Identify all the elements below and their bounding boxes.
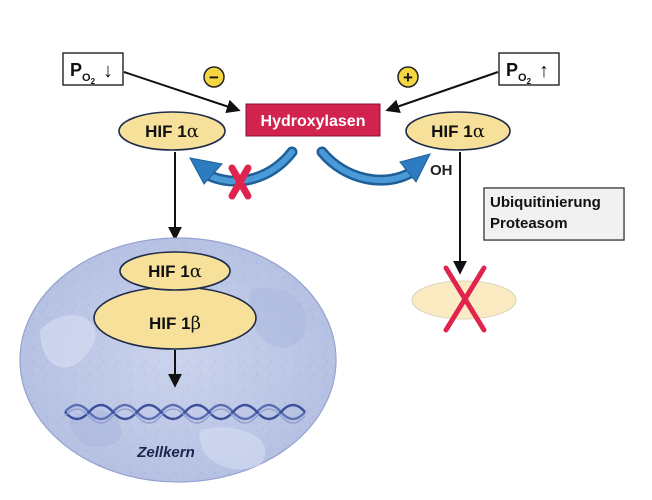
blue-arrow-right xyxy=(316,146,431,186)
down-arrow-icon: ↓ xyxy=(103,60,113,82)
up-arrow-icon: ↑ xyxy=(539,60,549,82)
svg-text:HIF 1α: HIF 1α xyxy=(148,261,202,282)
hydroxyl-label: OH xyxy=(430,162,453,179)
degradation-box: Ubiquitinierung Proteasom xyxy=(483,187,625,241)
po2-high-subscript: O xyxy=(518,72,527,84)
hif-beta-prefix: HIF 1 xyxy=(149,314,191,333)
nucleus xyxy=(19,237,337,483)
hif-beta: HIF 1β xyxy=(93,286,257,350)
hif-alpha-nucleus: HIF 1α xyxy=(119,251,231,291)
po2-high-subscript2: 2 xyxy=(527,77,532,86)
hif-beta-greek: β xyxy=(191,313,201,334)
hif-alpha-right: HIF 1α xyxy=(405,111,511,151)
plus-sign: + xyxy=(403,68,413,87)
minus-circle-icon: − xyxy=(203,66,225,88)
zellkern-label: Zellkern xyxy=(136,444,195,461)
blue-arrow-left xyxy=(189,146,298,187)
svg-text:PO2: PO2 xyxy=(506,60,532,86)
hif-left-greek: α xyxy=(187,121,199,142)
hydroxylasen-label: Hydroxylasen xyxy=(261,113,366,130)
dna-helix-icon xyxy=(64,403,306,424)
po2-high-symbol: P xyxy=(506,60,518,80)
po2-low-subscript: O xyxy=(82,72,91,84)
hif-alpha-nucleus-prefix: HIF 1 xyxy=(148,262,190,281)
minus-sign: − xyxy=(209,68,219,87)
po2-low-arrow xyxy=(123,71,241,114)
proteasom-label: Proteasom xyxy=(490,215,568,232)
po2-low-subscript2: 2 xyxy=(91,77,96,86)
plus-circle-icon: + xyxy=(397,66,419,88)
inhibition-cross-icon xyxy=(228,164,252,200)
hif-alpha-nucleus-greek: α xyxy=(190,261,202,282)
ubiquitinierung-label: Ubiquitinierung xyxy=(490,194,601,211)
po2-high-arrow xyxy=(385,71,499,113)
po2-low-symbol: P xyxy=(70,60,82,80)
hif-right-greek: α xyxy=(473,121,485,142)
po2-high-box: PO2 ↑ xyxy=(498,52,560,86)
po2-low-box: PO2 ↓ xyxy=(62,52,124,86)
hif-right-prefix: HIF 1 xyxy=(431,122,473,141)
svg-text:HIF 1α: HIF 1α xyxy=(431,121,485,142)
svg-text:HIF 1β: HIF 1β xyxy=(149,313,201,334)
svg-text:HIF 1α: HIF 1α xyxy=(145,121,199,142)
hif-left-prefix: HIF 1 xyxy=(145,122,187,141)
hif-alpha-left: HIF 1α xyxy=(118,111,226,151)
hydroxylasen-box: Hydroxylasen xyxy=(245,103,381,137)
svg-text:PO2: PO2 xyxy=(70,60,96,86)
degradation-cross-icon xyxy=(443,265,487,333)
